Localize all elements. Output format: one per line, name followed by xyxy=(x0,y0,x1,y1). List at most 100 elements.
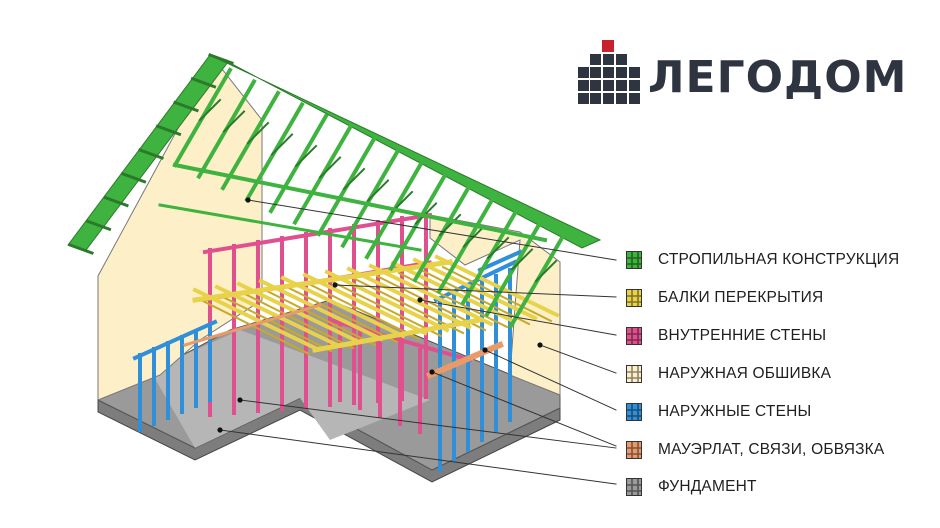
legend-swatch xyxy=(626,441,642,459)
floor-joist xyxy=(434,254,560,318)
legend: СТРОПИЛЬНАЯ КОНСТРУКЦИЯ БАЛКИ ПЕРЕКРЫТИЯ В… xyxy=(626,0,936,528)
floor-joist xyxy=(368,263,494,327)
floor-surface xyxy=(150,330,430,448)
legend-label: ВНУТРЕННИЕ СТЕНЫ xyxy=(658,327,827,344)
floor-joist xyxy=(214,284,340,348)
rafter-brace xyxy=(246,121,270,145)
top-plate-beam xyxy=(426,341,504,379)
rafters xyxy=(67,53,602,329)
floor-joist xyxy=(390,260,516,324)
floor-joist xyxy=(280,275,406,339)
legend-top-plate: МАУЭРЛАТ, СВЯЗИ, ОБВЯЗКА xyxy=(626,439,884,461)
floor-rim-joist xyxy=(192,259,453,303)
rafter-batten xyxy=(155,124,182,137)
leader-dot xyxy=(237,397,243,403)
leader-dot xyxy=(429,369,435,375)
rafter-brace xyxy=(534,259,558,283)
legend-swatch xyxy=(626,289,642,307)
floor-joist-chord xyxy=(309,283,421,341)
legend-label: МАУЭРЛАТ, СВЯЗИ, ОБВЯЗКА xyxy=(658,441,885,458)
brand-house-icon xyxy=(578,40,640,104)
floor-joist-chord xyxy=(243,292,355,350)
floor-joist xyxy=(324,269,450,333)
legend-label: БАЛКИ ПЕРЕКРЫТИЯ xyxy=(658,289,824,306)
floor-joist-chord xyxy=(331,280,443,338)
rafter-brace xyxy=(270,133,294,156)
leader-line xyxy=(419,299,617,336)
legend-exterior-cladding: НАРУЖНАЯ ОБШИВКА xyxy=(626,363,831,385)
floor-joist-chord xyxy=(397,271,509,329)
legend-label: НАРУЖНЫЕ СТЕНЫ xyxy=(658,403,812,420)
floor-joist xyxy=(258,278,384,342)
rafter-brace xyxy=(510,248,534,271)
leader-line xyxy=(334,284,617,298)
floor-joist-chord xyxy=(287,286,399,344)
legend-floor-joists: БАЛКИ ПЕРЕКРЫТИЯ xyxy=(626,287,823,309)
floor-rim-joist-front xyxy=(312,317,483,353)
rafter-batten xyxy=(138,148,164,160)
floor-joist xyxy=(192,287,318,351)
rafter-brace xyxy=(486,236,510,260)
legend-label: НАРУЖНАЯ ОБШИВКА xyxy=(658,365,832,382)
top-plate-left xyxy=(183,303,322,347)
legend-interior-walls: ВНУТРЕННИЕ СТЕНЫ xyxy=(626,325,826,347)
rafter-brace xyxy=(414,202,438,225)
rafter-brace xyxy=(342,167,366,191)
floor-joists xyxy=(192,254,560,356)
legend-swatch xyxy=(626,327,642,345)
rafter-batten xyxy=(173,100,199,113)
legend-swatch xyxy=(626,403,642,421)
legend-exterior-walls: НАРУЖНЫЕ СТЕНЫ xyxy=(626,401,811,423)
legend-foundation: ФУНДАМЕНТ xyxy=(626,476,757,498)
leader-line xyxy=(219,429,617,485)
floor-joist-chord xyxy=(265,289,377,347)
rafter-batten xyxy=(68,243,94,255)
rafter-batten xyxy=(190,76,217,89)
rafter-batten xyxy=(120,171,147,184)
leader-line xyxy=(539,344,617,374)
leader-dot xyxy=(417,297,423,303)
legend-swatch xyxy=(626,251,642,269)
floor-joist xyxy=(412,257,538,321)
floor-joist xyxy=(346,266,472,330)
exterior-window-header xyxy=(477,249,523,273)
rafter-brace xyxy=(222,110,246,133)
leader-line xyxy=(484,349,617,411)
leader-line xyxy=(247,199,617,261)
legend-rafters: СТРОПИЛЬНАЯ КОНСТРУКЦИЯ xyxy=(626,249,899,271)
top-plate-ties xyxy=(183,303,504,379)
brand-mark-accent-square xyxy=(602,40,614,52)
brand-logo: ЛЕГОДОМ xyxy=(578,40,907,104)
floor-joist-chord xyxy=(199,298,311,356)
rafter-batten xyxy=(103,195,129,208)
leader-dot xyxy=(332,282,338,288)
floor-joist xyxy=(302,272,428,336)
legend-swatch xyxy=(626,365,642,383)
rafter-brace xyxy=(294,144,318,168)
floor-joist xyxy=(236,281,362,345)
brand-name: ЛЕГОДОМ xyxy=(648,52,908,103)
rafter-purlin xyxy=(158,203,422,252)
leader-dot xyxy=(245,197,251,203)
floor-joist-chord xyxy=(419,268,531,326)
brand-mark-grid xyxy=(578,54,640,104)
rafter-brace xyxy=(366,179,390,202)
rafter-batten xyxy=(85,219,112,232)
leader-line xyxy=(431,371,617,447)
exterior-cladding xyxy=(97,59,561,401)
cladding-left-gable xyxy=(97,59,263,401)
rafter-brace xyxy=(318,156,342,179)
rafter-brace xyxy=(198,98,222,122)
rafter-batten xyxy=(208,53,234,65)
exterior-plate-front xyxy=(132,319,218,361)
leader-lines xyxy=(217,197,617,485)
leader-line xyxy=(239,399,617,449)
legend-label: СТРОПИЛЬНАЯ КОНСТРУКЦИЯ xyxy=(658,251,900,268)
legend-swatch xyxy=(626,478,642,496)
rafter-collar-tie xyxy=(172,162,548,243)
leader-dot xyxy=(217,427,223,433)
floor-joist-chord xyxy=(221,295,333,353)
leader-dot xyxy=(482,347,488,353)
